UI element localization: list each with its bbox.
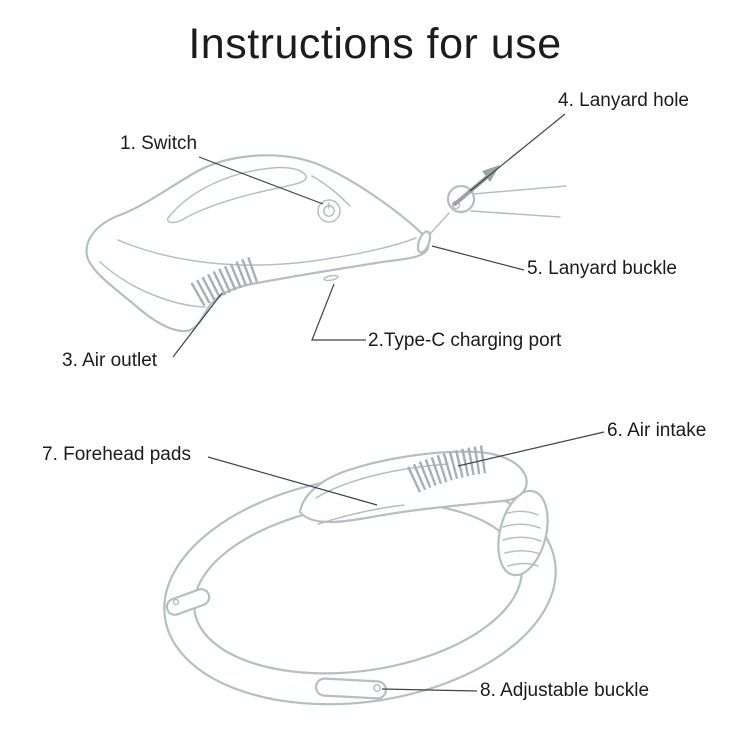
air-outlet-grille — [190, 256, 259, 307]
band-inner-line — [117, 237, 417, 266]
label-switch: 1. Switch — [120, 133, 198, 154]
label-lanyard-hole: 4. Lanyard hole — [558, 90, 689, 111]
leader-type-c — [311, 283, 366, 341]
side-vent-pod — [497, 489, 549, 577]
label-forehead-pads: 7. Forehead pads — [42, 444, 191, 465]
leader-forehead-pads — [207, 456, 378, 506]
lanyard-cord-top — [472, 185, 567, 195]
top-shell-opening — [166, 166, 307, 224]
leader-air-intake — [457, 431, 605, 467]
leader-lines — [172, 113, 605, 692]
label-air-intake: 6. Air intake — [607, 420, 707, 441]
page-title: Instructions for use — [188, 20, 562, 68]
bottom-device-illustration — [163, 445, 557, 706]
switch-button — [317, 199, 341, 223]
lanyard-stem — [429, 212, 450, 235]
leader-adjustable-buckle — [381, 688, 478, 692]
type-c-port — [323, 274, 339, 282]
fan-unit-inner-line — [315, 463, 449, 499]
leader-switch — [198, 156, 324, 205]
label-type-c-port: 2.Type-C charging port — [368, 330, 562, 351]
strap-clasp — [165, 588, 211, 616]
leader-lanyard-hole — [469, 113, 566, 192]
adjustable-buckle — [314, 677, 388, 700]
label-lanyard-buckle: 5. Lanyard buckle — [527, 258, 677, 279]
forehead-pad-seam — [317, 504, 405, 525]
lanyard-buckle — [416, 230, 432, 254]
leader-lanyard-buckle — [431, 245, 525, 271]
label-air-outlet: 3. Air outlet — [62, 350, 158, 371]
fin-edge-line — [311, 175, 351, 207]
label-adjustable-buckle: 8. Adjustable buckle — [480, 680, 650, 701]
fan-unit-outline — [298, 450, 528, 524]
lanyard-cord-bottom — [470, 210, 561, 218]
band-lower-line — [99, 261, 206, 308]
air-intake-grille — [407, 445, 488, 493]
device-body-outline — [85, 154, 430, 333]
leader-air-outlet — [172, 292, 223, 358]
